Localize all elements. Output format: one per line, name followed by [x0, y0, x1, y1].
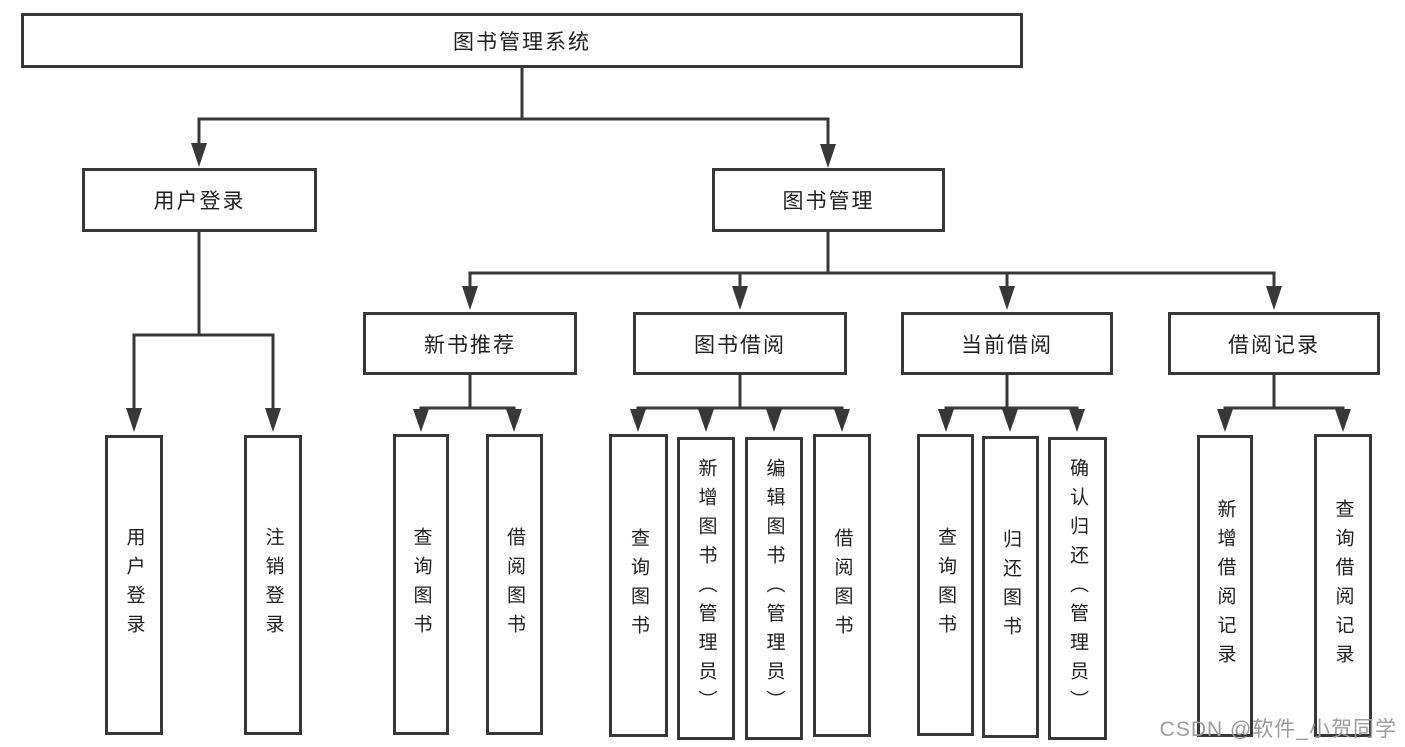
leaf-query-books-current: 查询图书 — [917, 434, 974, 736]
node-borrow-records: 借阅记录 — [1168, 312, 1380, 375]
node-book-management: 图书管理 — [712, 168, 945, 232]
leaf-query-books-current-label: 查询图书 — [935, 527, 956, 643]
node-book-borrow: 图书借阅 — [633, 312, 847, 375]
leaf-query-books-borrow-label: 查询图书 — [628, 527, 649, 644]
connector-book-borrow-children — [630, 375, 850, 432]
node-new-book-recommend-label: 新书推荐 — [424, 333, 516, 357]
node-borrow-records-label: 借阅记录 — [1228, 333, 1320, 357]
leaf-edit-book-admin: 编辑图书（管理员） — [745, 437, 803, 740]
leaf-logout-label: 注销登录 — [262, 527, 284, 643]
connector-root-to-level2 — [191, 67, 836, 168]
leaf-edit-book-admin-label: 编辑图书（管理员） — [763, 458, 785, 719]
csdn-watermark: CSDN @软件_小贺同学 — [1159, 718, 1397, 741]
leaf-query-books-borrow: 查询图书 — [609, 434, 668, 737]
node-user-login-label: 用户登录 — [153, 190, 246, 213]
leaf-add-borrow-record-label: 新增借阅记录 — [1214, 499, 1236, 673]
node-book-management-label: 图书管理 — [782, 190, 875, 213]
node-book-borrow-label: 图书借阅 — [694, 333, 786, 357]
leaf-add-book-admin: 新增图书（管理员） — [677, 437, 735, 740]
node-new-book-recommend: 新书推荐 — [363, 312, 577, 375]
leaf-query-books-recommend-label: 查询图书 — [410, 526, 432, 643]
connector-current-borrow-children — [938, 375, 1085, 432]
leaf-logout: 注销登录 — [244, 435, 302, 735]
leaf-borrow-books-label: 借阅图书 — [831, 527, 853, 644]
node-current-borrow: 当前借阅 — [901, 312, 1113, 375]
leaf-query-borrow-record-label: 查询借阅记录 — [1332, 498, 1354, 673]
leaf-user-login: 用户登录 — [105, 435, 163, 735]
node-root-label: 图书管理系统 — [453, 30, 591, 54]
node-user-login: 用户登录 — [82, 168, 317, 232]
leaf-confirm-return-admin: 确认归还（管理员） — [1048, 437, 1107, 740]
connector-borrow-records-children — [1217, 375, 1351, 432]
leaf-add-book-admin-label: 新增图书（管理员） — [695, 458, 717, 719]
leaf-borrow-books-recommend-label: 借阅图书 — [504, 526, 525, 643]
leaf-user-login-label: 用户登录 — [123, 527, 145, 643]
leaf-query-books-recommend: 查询图书 — [393, 434, 449, 735]
connector-new-book-recommend-children — [413, 375, 522, 432]
node-root: 图书管理系统 — [21, 13, 1023, 68]
leaf-return-book-label: 归还图书 — [1000, 529, 1021, 645]
leaf-query-borrow-record: 查询借阅记录 — [1314, 434, 1372, 737]
leaf-borrow-books: 借阅图书 — [813, 434, 871, 737]
node-current-borrow-label: 当前借阅 — [961, 333, 1053, 357]
connector-user-login-children — [126, 232, 281, 432]
leaf-return-book: 归还图书 — [982, 436, 1039, 738]
leaf-borrow-books-recommend: 借阅图书 — [486, 434, 543, 735]
connector-book-management-children — [462, 232, 1282, 310]
leaf-confirm-return-admin-label: 确认归还（管理员） — [1067, 458, 1088, 719]
leaf-add-borrow-record: 新增借阅记录 — [1197, 435, 1253, 737]
